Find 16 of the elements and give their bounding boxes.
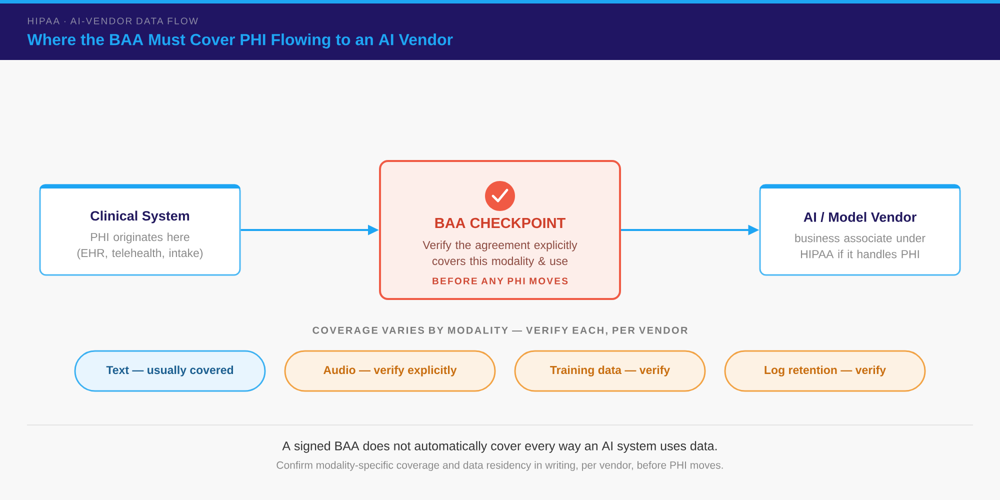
box-title: AI / Model Vendor	[804, 212, 916, 222]
section-heading: COVERAGE VARIES BY MODALITY — VERIFY EACH, PER VENDOR	[312, 326, 688, 336]
checkpoint-title: BAA CHECKPOINT	[435, 218, 566, 228]
warning-text: BEFORE ANY PHI MOVES	[432, 278, 568, 284]
box-description: business associate under HIPAA if it handles PHI	[795, 234, 926, 258]
page-title: Where the BAA Must Cover PHI Flowing to an AI Vendor	[27, 34, 453, 48]
checkpoint-description: Verify the agreement explicitly covers this modality & use	[422, 240, 578, 268]
modality-pill: Training data — verify	[514, 350, 706, 392]
box-title: Clinical System	[90, 210, 190, 224]
footer-subnote: Confirm modality-specific coverage and data residency in writing, per vendor, before PHI moves.	[276, 461, 723, 471]
modality-pill: Audio — verify explicitly	[284, 350, 496, 392]
overline-text: HIPAA · AI-VENDOR DATA FLOW	[28, 18, 198, 24]
box-description: PHI originates here (EHR, telehealth, intake)	[77, 232, 203, 260]
modality-pill: Text — usually covered	[74, 350, 266, 392]
modality-pill: Log retention — verify	[724, 350, 926, 392]
footer-note: A signed BAA does not automatically cover every way an AI system uses data.	[282, 441, 717, 453]
